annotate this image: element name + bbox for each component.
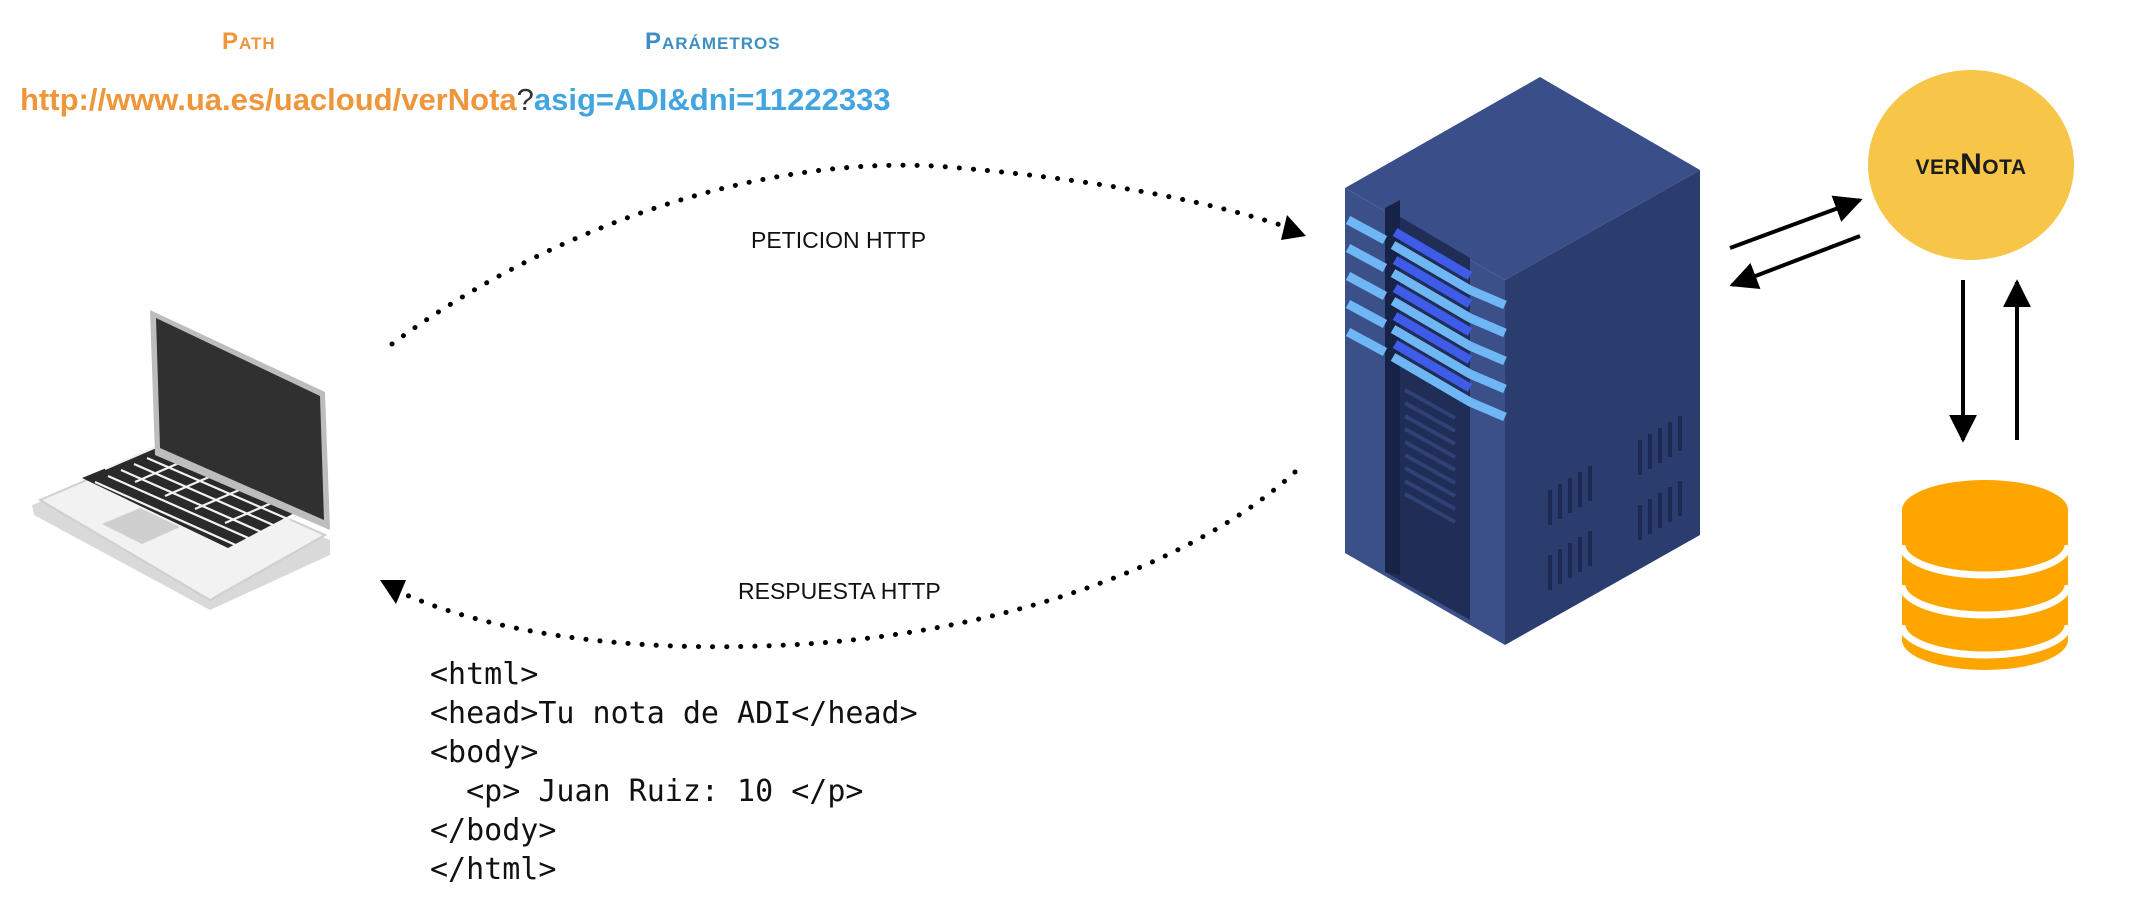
request-url: http://www.ua.es/uacloud/verNota?asig=AD… [20,82,891,118]
path-label: Path [222,28,276,55]
url-path: http://www.ua.es/uacloud/verNota [20,82,517,117]
vernota-service: verNota [1868,70,2074,260]
request-label: PETICION HTTP [751,227,927,253]
code-line: <head>Tu nota de ADI</head> [430,696,918,731]
request-arrow [389,162,1306,347]
server-service-arrows [1729,195,1863,290]
laptop-icon [32,310,330,610]
code-line: </body> [430,813,557,848]
code-line: <html> [430,657,539,692]
response-html-code: <html><head>Tu nota de ADI</head><body> … [430,655,918,889]
response-label: RESPUESTA HTTP [738,578,941,604]
code-line: <body> [430,735,539,770]
url-parameters: asig=ADI&dni=11222333 [533,82,891,117]
database-icon [1898,480,2072,670]
params-label: Parámetros [645,28,781,55]
service-database-arrows [1949,279,2031,443]
vernota-label: verNota [1915,148,2027,181]
response-arrow [380,469,1298,650]
code-line: <p> Juan Ruiz: 10 </p> [430,774,864,809]
server-icon [1345,77,1700,645]
code-line: </html> [430,852,557,887]
url-query-separator: ? [516,82,534,117]
